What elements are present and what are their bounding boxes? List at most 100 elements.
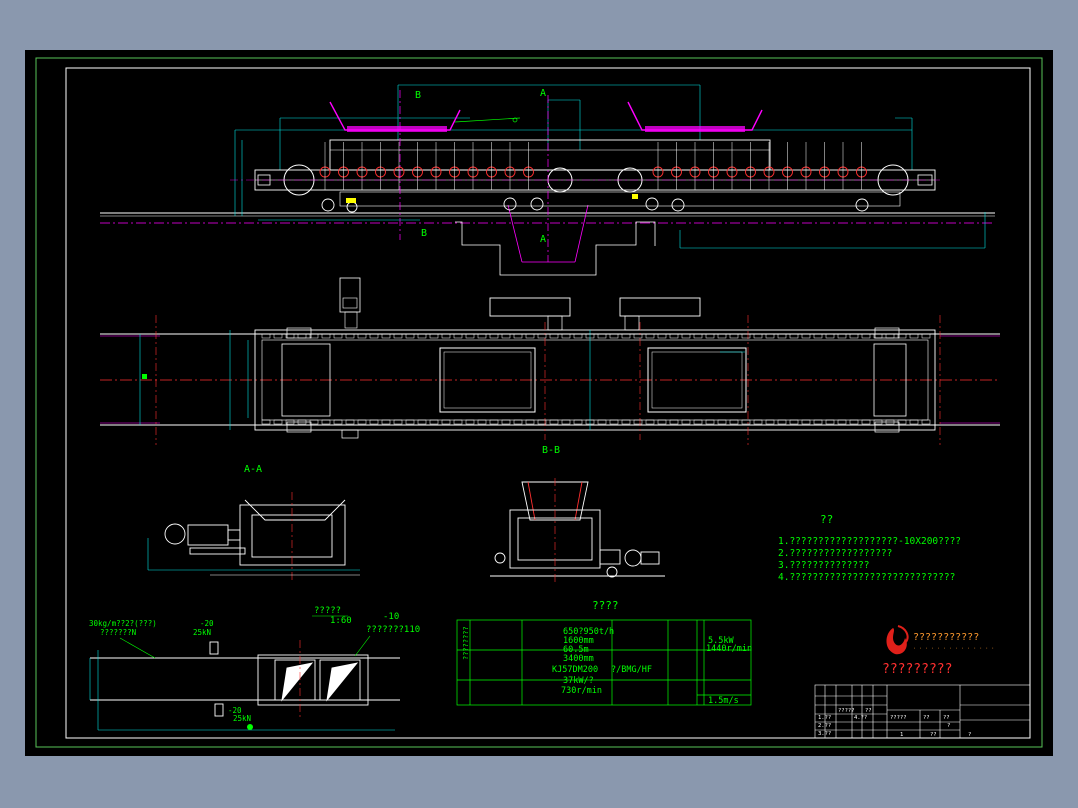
belt-segment: [489, 419, 499, 425]
belt-segment: [513, 419, 523, 425]
spec-value-motor-power: 5.5kW: [708, 636, 734, 646]
belt-segment: [465, 419, 475, 425]
detail-view: [89, 635, 400, 731]
belt-segment: [825, 333, 835, 339]
belt-segment: [885, 419, 895, 425]
title-block-cell: 4.??: [854, 715, 867, 721]
belt-segment: [921, 333, 931, 339]
belt-segment: [597, 333, 607, 339]
belt-segment: [669, 333, 679, 339]
detail-m20-bottom: -20: [228, 706, 242, 715]
belt-segment: [309, 419, 319, 425]
belt-segment: [549, 333, 559, 339]
belt-segment: [801, 419, 811, 425]
note-line: 2.??????????????????: [778, 548, 892, 559]
spec-table: [456, 619, 752, 706]
spec-value-motor-rpm: 1440r/min: [706, 644, 752, 654]
belt-segment: [393, 333, 403, 339]
belt-segment: [453, 419, 463, 425]
belt-segment: [477, 419, 487, 425]
detail-left2: ???????N: [100, 628, 136, 637]
belt-segment: [693, 419, 703, 425]
belt-segment: [345, 419, 355, 425]
belt-segment: [693, 333, 703, 339]
belt-segment: [393, 419, 403, 425]
title-block-cell: 1: [900, 732, 903, 738]
belt-segment: [753, 333, 763, 339]
section-a-bottom-label: A: [540, 234, 546, 245]
belt-segment: [909, 419, 919, 425]
belt-segment: [753, 419, 763, 425]
belt-segment: [765, 419, 775, 425]
company-logo-text: ???????????: [913, 632, 979, 643]
title-block-cell: ??: [865, 708, 872, 714]
title-block-cell: ?????: [838, 708, 855, 714]
belt-segment: [345, 333, 355, 339]
belt-segment: [561, 333, 571, 339]
belt-segment: [645, 333, 655, 339]
spec-value-width: 1600mm: [563, 636, 594, 646]
spec-value-bmg: ?/BMG/HF: [611, 665, 652, 675]
title-block: [814, 684, 1031, 739]
belt-segment: [633, 333, 643, 339]
belt-segment: [669, 419, 679, 425]
belt-segment: [585, 333, 595, 339]
title-block-cell: 2.??: [818, 723, 831, 729]
belt-segment: [369, 333, 379, 339]
belt-segment: [777, 333, 787, 339]
belt-segment: [813, 419, 823, 425]
belt-segment: [717, 333, 727, 339]
belt-segment: [873, 333, 883, 339]
view-bb-label: B-B: [542, 445, 560, 456]
belt-segment: [537, 419, 547, 425]
belt-segment: [501, 333, 511, 339]
belt-segment: [321, 419, 331, 425]
belt-segment: [813, 333, 823, 339]
notes-title: ??: [820, 513, 833, 526]
spec-value-model: KJ57DM200: [552, 665, 598, 675]
belt-segment: [441, 419, 451, 425]
belt-segment: [333, 419, 343, 425]
belt-segment: [705, 333, 715, 339]
spec-value-length: 60.5m: [563, 645, 589, 655]
belt-segment: [453, 333, 463, 339]
detail-25kn-bottom: 25kN: [233, 714, 251, 723]
plan-view: [100, 277, 1000, 445]
belt-segment: [417, 333, 427, 339]
belt-segment: [285, 333, 295, 339]
belt-segment: [741, 333, 751, 339]
belt-segment: [381, 333, 391, 339]
spec-value-power: 37kW/?: [563, 676, 594, 686]
belt-segment: [681, 419, 691, 425]
belt-segment: [561, 419, 571, 425]
belt-segment: [837, 419, 847, 425]
spec-value-speed: 1.5m/s: [708, 696, 739, 706]
title-block-cell: ?: [947, 723, 950, 729]
detail-25kn-top: 25kN: [193, 628, 211, 637]
belt-segment: [801, 333, 811, 339]
belt-segment: [861, 333, 871, 339]
title-block-cell: ??: [923, 715, 930, 721]
section-a-top-label: A: [540, 88, 546, 99]
belt-segment: [381, 419, 391, 425]
belt-segment: [573, 419, 583, 425]
spec-value-height: 3400mm: [563, 654, 594, 664]
belt-segment: [417, 419, 427, 425]
belt-segment: [501, 419, 511, 425]
title-block-cell: ?: [968, 732, 971, 738]
belt-segment: [357, 419, 367, 425]
belt-segment: [525, 333, 535, 339]
belt-segment: [489, 333, 499, 339]
inner-border: [65, 67, 1031, 739]
detail-scale: 1:60: [330, 616, 352, 626]
belt-segment: [873, 419, 883, 425]
belt-segment: [405, 333, 415, 339]
belt-segment: [825, 419, 835, 425]
spec-value-capacity: 650?950t/h: [563, 627, 614, 637]
belt-segment: [681, 333, 691, 339]
belt-segment: [333, 333, 343, 339]
belt-segment: [789, 419, 799, 425]
belt-segment: [369, 419, 379, 425]
belt-segment: [273, 419, 283, 425]
note-line: 1.???????????????????-10X200????: [778, 536, 961, 547]
